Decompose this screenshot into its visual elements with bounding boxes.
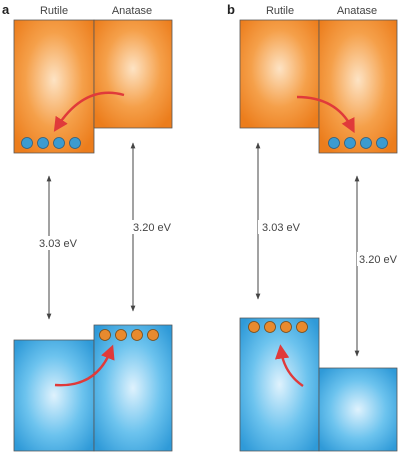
panel-a-anatase-gap-label: 3.20 eV bbox=[133, 222, 172, 234]
panel-b-electrons bbox=[328, 137, 388, 149]
panel-a-holes bbox=[99, 329, 159, 341]
panel-b-holes bbox=[248, 321, 308, 333]
panel-b-anatase-valence-band bbox=[318, 367, 398, 452]
panel-b-rutile-valence-band bbox=[239, 317, 320, 452]
panel-b-anatase-label: Anatase bbox=[337, 5, 377, 17]
panel-b-anatase-gap-label: 3.20 eV bbox=[359, 254, 398, 266]
panel-a-anatase-valence-band bbox=[93, 324, 173, 452]
hole bbox=[264, 321, 276, 333]
electron bbox=[21, 137, 33, 149]
electron bbox=[360, 137, 372, 149]
electron bbox=[376, 137, 388, 149]
panel-a-anatase-label: Anatase bbox=[112, 5, 152, 17]
panel-b-rutile-label: Rutile bbox=[266, 5, 294, 17]
electron bbox=[53, 137, 65, 149]
hole bbox=[131, 329, 143, 341]
panel-b-letter: b bbox=[227, 2, 235, 17]
panel-a-electron-transfer-arrow bbox=[53, 91, 125, 132]
panel-a-hole-transfer-arrow bbox=[54, 344, 115, 387]
panel-a: a Rutile Anatase 3.03 eV 3.20 eV bbox=[2, 2, 174, 452]
panel-a-electrons bbox=[21, 137, 81, 149]
hole bbox=[147, 329, 159, 341]
electron bbox=[37, 137, 49, 149]
hole bbox=[248, 321, 260, 333]
panel-b: b Rutile Anatase 3.03 eV 3.20 eV bbox=[227, 2, 399, 452]
panel-a-letter: a bbox=[2, 2, 10, 17]
hole bbox=[280, 321, 292, 333]
panel-b-rutile-gap-label: 3.03 eV bbox=[262, 222, 301, 234]
electron bbox=[344, 137, 356, 149]
panel-a-anatase-conduction-band bbox=[93, 19, 173, 129]
panel-b-rutile-conduction-band bbox=[239, 19, 320, 129]
panel-a-rutile-conduction-band bbox=[13, 19, 95, 154]
hole bbox=[99, 329, 111, 341]
hole bbox=[115, 329, 127, 341]
panel-b-electron-transfer-arrow bbox=[296, 95, 355, 134]
panel-a-rutile-valence-band bbox=[13, 339, 95, 452]
electron bbox=[69, 137, 81, 149]
panel-b-hole-transfer-arrow bbox=[274, 344, 304, 387]
panel-a-rutile-label: Rutile bbox=[40, 5, 68, 17]
electron bbox=[328, 137, 340, 149]
panel-a-rutile-gap-label: 3.03 eV bbox=[39, 238, 78, 250]
panel-b-anatase-conduction-band bbox=[318, 19, 398, 154]
hole bbox=[296, 321, 308, 333]
